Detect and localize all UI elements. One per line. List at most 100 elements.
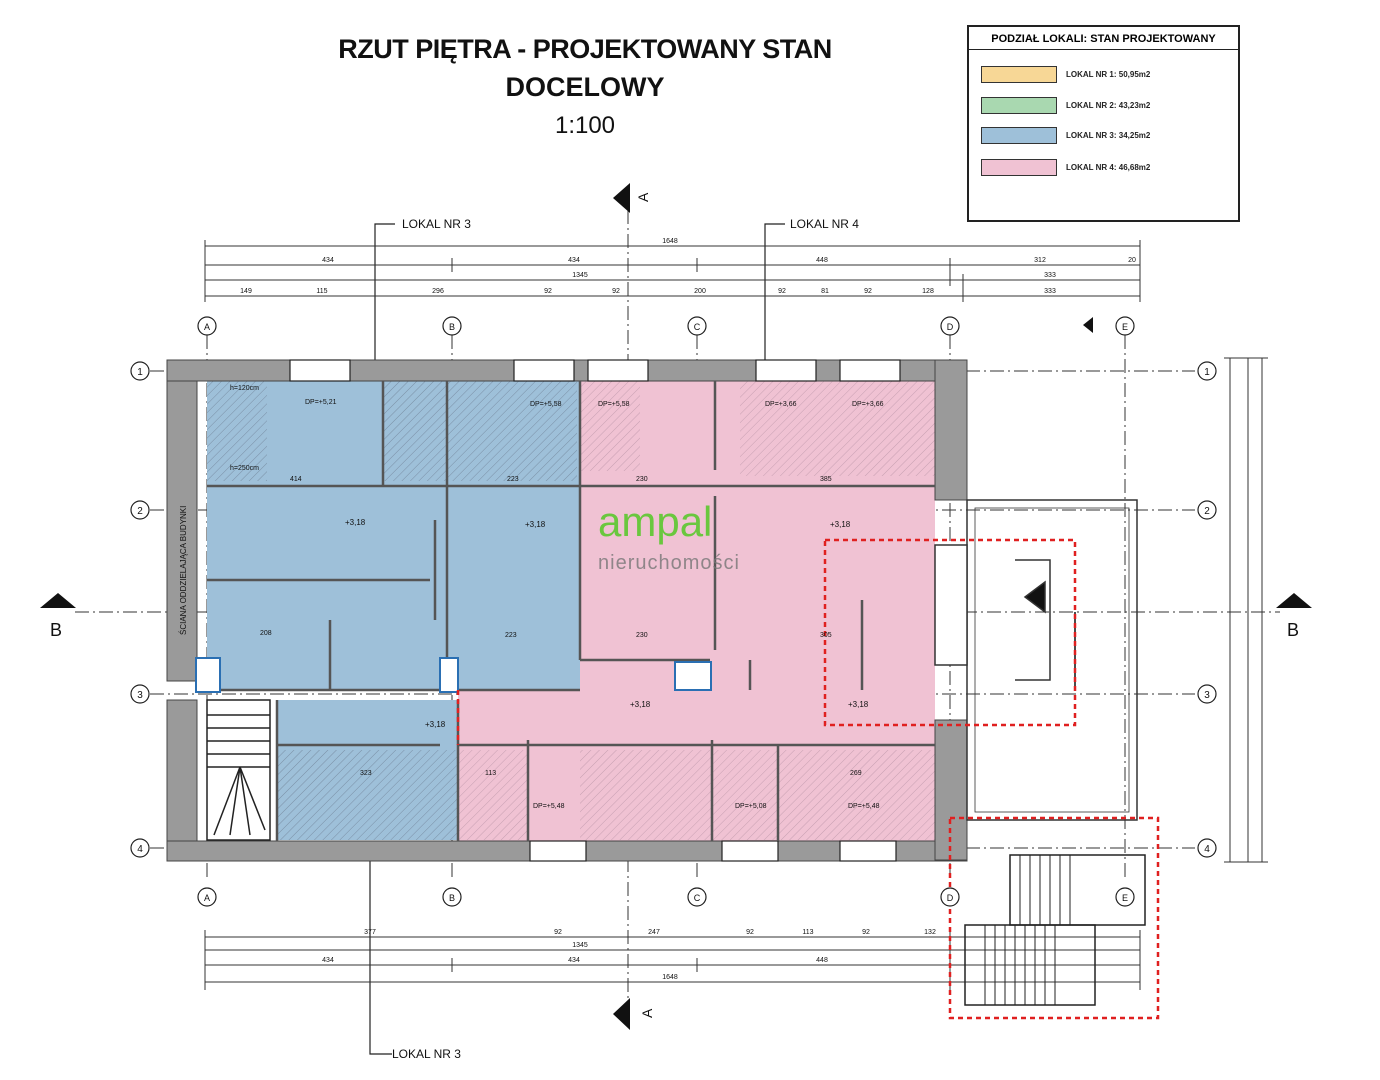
room-dim: 323	[360, 770, 372, 777]
dim-value: 113	[802, 929, 813, 936]
axis-label: 4	[137, 844, 143, 855]
dim-value: 1345	[572, 272, 588, 279]
section-label: B	[50, 620, 62, 640]
axis-label: 2	[1204, 506, 1210, 517]
dim-value: 81	[821, 288, 829, 295]
room-dim: 305	[820, 632, 832, 639]
level-mark: +3,18	[848, 700, 869, 709]
dim-value: 296	[432, 288, 444, 295]
legend-item-lokal3: LOKAL NR 3: 34,25m2	[981, 126, 1150, 144]
legend-label: LOKAL NR 4: 46,68m2	[1066, 162, 1151, 172]
callout-lokal3-top: LOKAL NR 3	[402, 217, 471, 231]
plan-title-line2: DOCELOWY	[505, 72, 665, 102]
legend-item-lokal4: LOKAL NR 4: 46,68m2	[981, 158, 1150, 176]
axis-label: A	[204, 322, 210, 332]
ventilation-ducts	[195, 657, 712, 693]
exterior-stairs	[964, 854, 1146, 1006]
section-label: A	[635, 192, 651, 202]
dim-value: 92	[864, 288, 872, 295]
legend-item-lokal2: LOKAL NR 2: 43,23m2	[981, 96, 1150, 114]
legend-label: LOKAL NR 3: 34,25m2	[1066, 130, 1151, 140]
dim-value: 1345	[572, 942, 588, 949]
dim-value: 434	[568, 957, 580, 964]
axis-label: E	[1122, 322, 1128, 332]
legend-label: LOKAL NR 1: 50,95m2	[1066, 69, 1151, 79]
level-mark: +3,18	[525, 520, 546, 529]
legend-swatch	[981, 65, 1057, 83]
legend-header: PODZIAŁ LOKALI: STAN PROJEKTOWANY	[969, 27, 1238, 50]
axis-label: E	[1122, 893, 1128, 903]
section-markers	[40, 183, 1312, 1030]
dim-value: 377	[364, 929, 376, 936]
axis-label: B	[449, 322, 455, 332]
ridge-height: DP=+5,58	[530, 401, 562, 408]
legend-item-lokal1: LOKAL NR 1: 50,95m2	[981, 65, 1150, 83]
section-label: B	[1287, 620, 1299, 640]
legend-swatch	[981, 158, 1057, 176]
dim-value: 448	[816, 257, 828, 264]
room-dim: 223	[505, 632, 517, 639]
right-dimension-lines	[1224, 357, 1268, 863]
dim-value: 149	[240, 288, 252, 295]
dim-value: 448	[816, 957, 828, 964]
room-dim: 269	[850, 770, 862, 777]
dim-value: 92	[554, 929, 562, 936]
dim-value: 92	[862, 929, 870, 936]
dim-value: 434	[322, 257, 334, 264]
axis-label: 2	[137, 506, 143, 517]
dim-value: 92	[778, 288, 786, 295]
level-mark: +3,18	[425, 720, 446, 729]
terrace	[934, 499, 1138, 821]
stair-left	[206, 699, 271, 841]
dim-value: 333	[1044, 288, 1056, 295]
dim-value: 92	[746, 929, 754, 936]
axis-label: D	[947, 322, 954, 332]
dim-value: 333	[1044, 272, 1056, 279]
level-mark: +3,18	[630, 700, 651, 709]
ridge-height: DP=+3,66	[765, 401, 797, 408]
drawing-texts: A B C D E A B C D E 1 2 3 4 1 2 3 4 A A …	[50, 192, 1299, 1061]
legend-swatch	[981, 126, 1057, 144]
dim-value: 132	[924, 929, 936, 936]
axis-label: C	[694, 322, 701, 332]
ridge-height: DP=+5,58	[598, 401, 630, 408]
dim-value: 434	[322, 957, 334, 964]
room-dim: 230	[636, 632, 648, 639]
section-label: A	[639, 1008, 655, 1018]
callout-lokal3-bottom: LOKAL NR 3	[392, 1047, 461, 1061]
windows	[289, 359, 901, 862]
axis-label: 4	[1204, 844, 1210, 855]
watermark-tagline: nieruchomości	[598, 552, 740, 574]
axis-label: B	[449, 893, 455, 903]
dim-value: 200	[694, 288, 706, 295]
interior-walls	[207, 381, 935, 841]
plan-title-line1: RZUT PIĘTRA - PROJEKTOWANY STAN	[338, 34, 832, 64]
dim-value: 247	[648, 929, 660, 936]
axis-label: 3	[1204, 690, 1210, 701]
axis-label: C	[694, 893, 701, 903]
height-mark: h=250cm	[230, 465, 259, 472]
room-dim: 414	[290, 476, 302, 483]
axis-bubbles	[130, 316, 1217, 907]
room-dim: 208	[260, 630, 272, 637]
top-dimension-lines	[204, 240, 1141, 302]
room-dim: 385	[820, 476, 832, 483]
ridge-height: DP=+5,48	[533, 803, 565, 810]
level-mark: +3,18	[830, 520, 851, 529]
height-mark: h=120cm	[230, 385, 259, 392]
plan-scale: 1:100	[554, 112, 616, 139]
dim-value: 312	[1034, 257, 1046, 264]
level-mark: +3,18	[345, 518, 366, 527]
legend-label: LOKAL NR 2: 43,23m2	[1066, 100, 1151, 110]
axis-label: D	[947, 893, 954, 903]
axis-label: 3	[137, 690, 143, 701]
dim-value: 115	[316, 288, 327, 295]
axis-label: A	[204, 893, 210, 903]
red-dashed-zones	[456, 538, 1160, 1020]
callout-lokal4-top: LOKAL NR 4	[790, 217, 859, 231]
dim-value: 20	[1128, 257, 1136, 264]
dim-value: 128	[922, 288, 934, 295]
bottom-dimension-lines	[204, 930, 1141, 990]
sloped-ceiling-hatching	[207, 381, 935, 840]
legend-swatch	[981, 96, 1057, 114]
